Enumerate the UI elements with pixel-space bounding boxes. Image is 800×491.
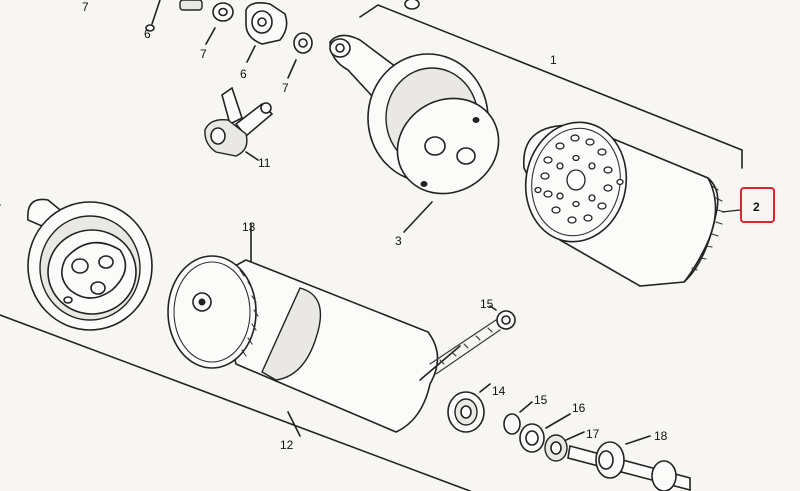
label-16: 16 <box>572 401 586 415</box>
part-15-washer-upper <box>489 305 516 330</box>
nut-part <box>179 0 203 11</box>
part-12-yoke-housing <box>167 223 501 437</box>
part-11-bolt <box>204 86 274 161</box>
washer-7-a <box>205 2 234 45</box>
highlight-box <box>740 187 775 223</box>
label-1: 1 <box>550 53 557 67</box>
label-3: 3 <box>395 234 402 248</box>
label-11: 11 <box>258 156 271 170</box>
label-15-upper: 15 <box>480 297 494 311</box>
part-15-ring-lower <box>503 401 533 435</box>
part-17-clip <box>544 431 585 462</box>
label-6-top: 6 <box>144 27 151 41</box>
label-13: 13 <box>242 220 256 234</box>
washer-7-b <box>287 32 313 79</box>
label-7-b: 7 <box>282 81 289 95</box>
end-cover-holes <box>534 134 624 224</box>
label-6: 6 <box>240 67 247 81</box>
label-7-a: 7 <box>200 47 207 61</box>
screw-part-6-top <box>145 0 161 32</box>
part-3-end-housing <box>329 34 500 233</box>
commutator-end-housing <box>27 198 153 331</box>
label-12: 12 <box>280 438 294 452</box>
label-18: 18 <box>654 429 668 443</box>
label-7-top-left: 7 <box>82 0 89 14</box>
part-2-end-cover <box>523 121 741 287</box>
label-14: 14 <box>492 384 506 398</box>
part-16-collar <box>519 413 571 453</box>
bushing-6 <box>245 2 288 63</box>
assembly-bracket-1 <box>359 4 743 169</box>
part-14-bearing <box>447 383 491 433</box>
part-18-drive-shaft <box>567 435 691 491</box>
screw-top-right <box>404 0 420 10</box>
label-17: 17 <box>586 427 600 441</box>
label-2-highlighted: 2 <box>753 200 760 214</box>
assembly-bracket-12 <box>0 314 471 491</box>
label-15-lower: 15 <box>534 393 548 407</box>
